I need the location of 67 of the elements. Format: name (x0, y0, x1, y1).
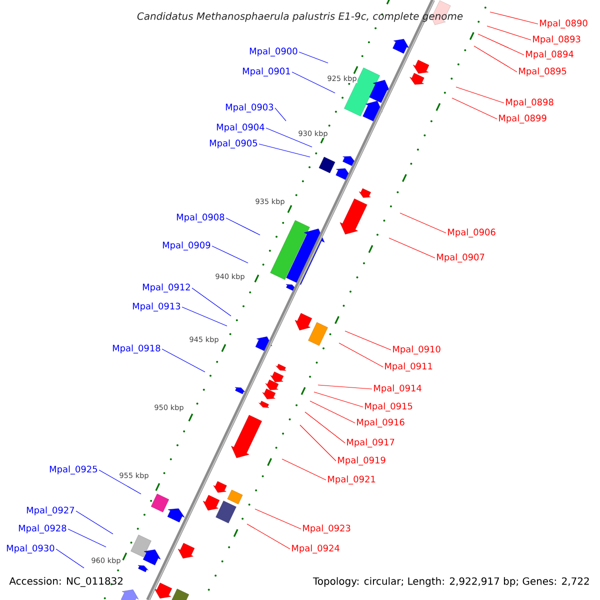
leader-line (318, 384, 372, 390)
gene-label: Mpal_0913 (132, 302, 180, 312)
gene-label: Mpal_0901 (242, 68, 290, 76)
leader-line (338, 342, 384, 368)
gene-label: Mpal_0898 (506, 98, 554, 108)
leader-line (456, 86, 504, 104)
leader-line (192, 288, 232, 316)
gene-label: Mpal_0927 (26, 506, 74, 516)
gene-label: Mpal_0900 (250, 48, 298, 56)
leader-line (182, 306, 228, 326)
gene-label: Mpal_0924 (292, 544, 340, 554)
gene-label: Mpal_0894 (526, 50, 574, 60)
leader-line (56, 548, 84, 568)
leader-line (344, 330, 392, 350)
gene-label: Mpal_0912 (142, 284, 190, 292)
leader-line (310, 400, 356, 424)
gene-label: Mpal_0921 (328, 476, 376, 484)
leader-line (246, 524, 290, 550)
leader-line (76, 510, 114, 534)
gene-label: Mpal_0908 (176, 214, 224, 222)
leader-line (400, 212, 446, 234)
gene-label: Mpal_0918 (112, 344, 160, 354)
gene-label: Mpal_0914 (374, 384, 422, 394)
gene-label: Mpal_0917 (347, 438, 394, 448)
leader-line (162, 348, 206, 372)
gene-label: Mpal_0903 (226, 104, 274, 112)
accession-text: Accession: NC_011832 (9, 577, 122, 587)
gene-label: Mpal_0890 (540, 20, 588, 28)
leader-line (474, 46, 518, 72)
genome-stats-text: Topology: circular; Length: 2,922,917 bp; Genes: 2,722 (312, 577, 589, 587)
leader-line (304, 412, 346, 444)
leader-line (212, 246, 248, 264)
gene-label: Mpal_0919 (338, 456, 386, 466)
leader-line (226, 218, 260, 236)
leader-line (266, 128, 312, 148)
gene-label: Mpal_0899 (499, 114, 546, 124)
leader-line (452, 98, 498, 120)
leader-line (388, 238, 436, 258)
gene-label: Mpal_0925 (50, 466, 98, 474)
title: Candidatus Methanosphaerula palustris E1-9c, complete genome (137, 12, 463, 22)
gene-label: Mpal_0893 (533, 36, 580, 44)
gene-label: Mpal_0928 (18, 524, 66, 534)
leader-line (314, 392, 364, 408)
leader-line (258, 144, 310, 158)
gene-label: Mpal_0930 (6, 544, 54, 554)
leader-line (282, 458, 326, 480)
leader-line (478, 34, 524, 56)
gene-label: Mpal_0916 (357, 418, 404, 428)
leader-line (490, 12, 538, 24)
leader-line (300, 424, 336, 462)
gene-label: Mpal_0923 (303, 524, 350, 534)
leader-line (274, 108, 286, 122)
leader-line (298, 52, 328, 64)
leader-line (486, 26, 532, 40)
gene-label: Mpal_0910 (393, 346, 440, 354)
gene-label: Mpal_0915 (365, 402, 412, 412)
leader-line (98, 470, 142, 494)
gene-label: Mpal_0905 (210, 140, 258, 148)
leader-line (254, 508, 302, 530)
leader-line (68, 528, 106, 548)
gene-label: Mpal_0911 (385, 362, 432, 372)
gene-label: Mpal_0895 (519, 68, 566, 76)
gene-label: Mpal_0904 (216, 124, 264, 132)
gene-label: Mpal_0907 (437, 254, 484, 262)
gene-label: Mpal_0906 (448, 228, 496, 238)
leader-line (292, 72, 336, 94)
gene-label: Mpal_0909 (162, 242, 210, 250)
